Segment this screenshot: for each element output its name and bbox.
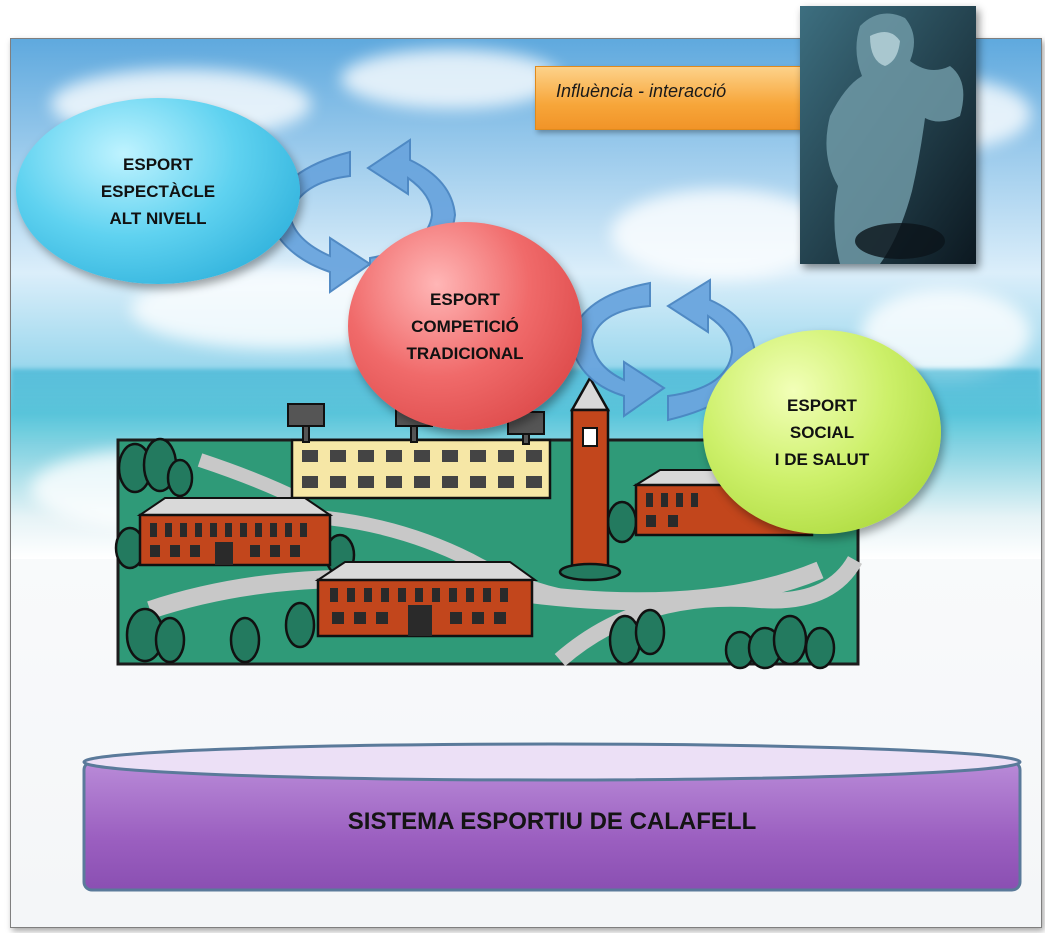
influence-interaction-box: Influència - interacció (535, 66, 814, 130)
node-high-level-sport: ESPORT ESPECTÀCLE ALT NIVELL (16, 98, 300, 284)
system-label: SISTEMA ESPORTIU DE CALAFELL (347, 808, 757, 835)
influence-label: Influència - interacció (556, 81, 727, 101)
system-cylinder (82, 742, 1022, 892)
node-social-health-sport: ESPORT SOCIAL I DE SALUT (703, 330, 941, 534)
athlete-photo (800, 6, 976, 264)
node-traditional-competition: ESPORT COMPETICIÓ TRADICIONAL (348, 222, 582, 430)
